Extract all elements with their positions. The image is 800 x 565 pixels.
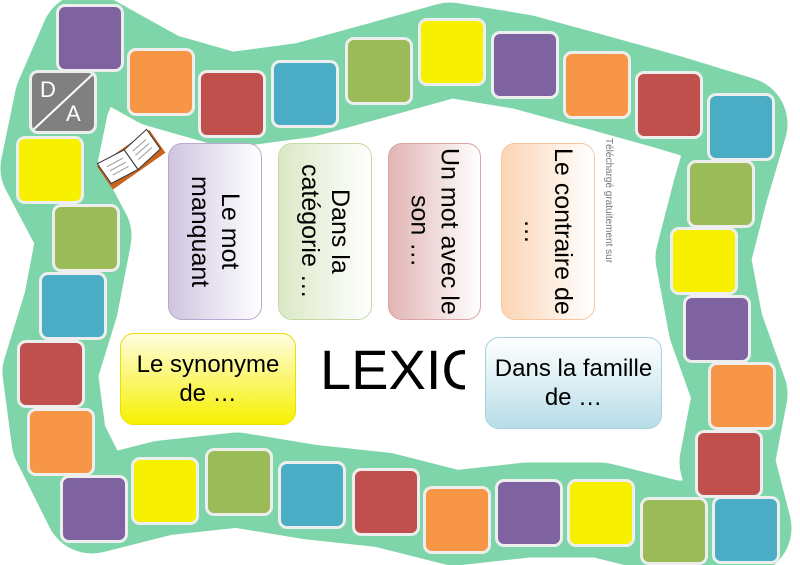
board-square-red[interactable] [635,71,703,139]
start-letter-d: D [40,77,56,102]
board-square-green[interactable] [640,497,708,565]
board-square-orange[interactable] [423,486,491,554]
board-square-red[interactable] [198,70,266,138]
card-label: Le mot manquant [186,175,244,288]
board-square-blue[interactable] [712,496,780,564]
open-book-icon [96,128,166,190]
board-square-purple[interactable] [491,31,559,99]
card-label: Dans la famille de … [494,355,653,411]
card-label: Le synonyme de … [136,351,280,407]
board-square-purple[interactable] [495,479,563,547]
start-square[interactable]: D A [29,70,97,134]
card-category[interactable]: Dans la catégorie … [278,143,372,320]
watermark: Téléchargé gratuitement sur [603,138,614,264]
board-square-purple[interactable] [56,4,124,72]
card-label: Un mot avec le son … [405,148,464,315]
board-square-orange[interactable] [127,48,195,116]
card-synonym[interactable]: Le synonyme de … [120,333,296,425]
board-square-yellow[interactable] [418,18,486,86]
board-square-yellow[interactable] [567,479,635,547]
board-square-red[interactable] [695,430,763,498]
diagonal-divider [32,73,94,131]
card-label: Le contraire de … [519,148,577,315]
card-sound[interactable]: Un mot avec le son … [388,143,481,320]
board-square-orange[interactable] [708,362,776,430]
board-square-blue[interactable] [271,60,339,128]
board-square-green[interactable] [345,37,413,105]
board-square-green[interactable] [52,204,120,272]
board-square-blue[interactable] [39,272,107,340]
board-square-red[interactable] [352,468,420,536]
board-square-yellow[interactable] [131,457,199,525]
board-square-purple[interactable] [60,475,128,543]
board-square-blue[interactable] [707,93,775,161]
board-square-blue[interactable] [278,461,346,529]
card-missing-word[interactable]: Le mot manquant [168,143,262,320]
board-square-green[interactable] [205,448,273,516]
board-square-yellow[interactable] [670,227,738,295]
start-letter-a: A [66,101,81,126]
board-square-purple[interactable] [683,295,751,363]
card-family[interactable]: Dans la famille de … [485,337,662,429]
board-square-orange[interactable] [27,408,95,476]
board-square-orange[interactable] [563,51,631,119]
board-square-green[interactable] [687,160,755,228]
card-label: Dans la catégorie … [296,164,354,299]
board-square-red[interactable] [17,340,85,408]
game-title: LEXICO [320,338,465,401]
board-square-yellow[interactable] [16,136,84,204]
card-opposite[interactable]: Le contraire de … [501,143,595,320]
